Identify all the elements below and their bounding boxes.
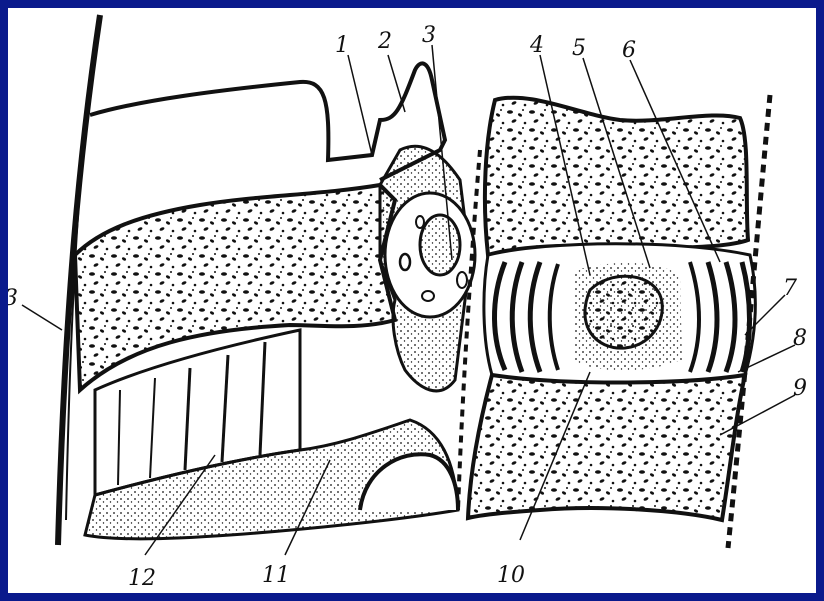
label-2: 2 bbox=[377, 29, 392, 54]
diagram-panel: 1 2 3 4 5 6 7 8 9 10 11 12 3 bbox=[8, 8, 816, 593]
label-6: 6 bbox=[622, 38, 636, 63]
nucleus-pulposus bbox=[585, 276, 662, 348]
vessel-4 bbox=[457, 272, 467, 288]
label-9: 9 bbox=[793, 376, 807, 401]
upper-vertebral-body bbox=[485, 98, 748, 255]
label-8: 8 bbox=[793, 326, 807, 351]
label-7: 7 bbox=[783, 276, 797, 301]
label-5: 5 bbox=[572, 36, 586, 61]
vessel-3 bbox=[422, 291, 434, 301]
vessel-2 bbox=[416, 216, 424, 228]
label-1: 1 bbox=[335, 33, 349, 58]
lower-vertebral-body bbox=[468, 375, 745, 520]
label-4: 4 bbox=[529, 33, 544, 58]
spine-section-diagram: 1 2 3 4 5 6 7 8 9 10 11 12 3 bbox=[8, 8, 816, 593]
label-10: 10 bbox=[497, 563, 525, 588]
label-3: 3 bbox=[422, 23, 436, 48]
nerve-root bbox=[420, 215, 460, 275]
label-11: 11 bbox=[262, 563, 290, 588]
label-3-left: 3 bbox=[8, 286, 18, 311]
label-12: 12 bbox=[128, 566, 156, 591]
vessel-1 bbox=[400, 254, 410, 270]
